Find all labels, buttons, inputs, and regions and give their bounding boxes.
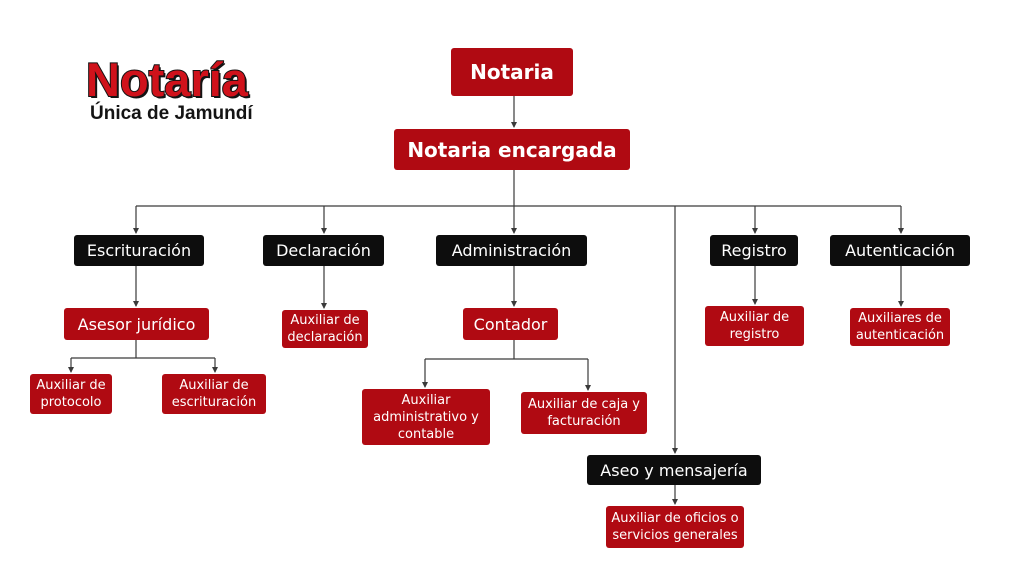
node-auxiliares-autenticacion-line-2: autenticación <box>855 328 945 343</box>
node-auxiliar-protocolo: Auxiliar de protocolo <box>30 374 112 414</box>
node-auxiliar-oficios-line-1: Auxiliar de oficios o <box>611 511 739 526</box>
node-administracion-label: Administración <box>451 241 572 260</box>
logo-subtitle: Única de Jamundí <box>90 103 253 124</box>
node-autenticacion: Autenticación <box>830 235 970 266</box>
node-notaria-label: Notaria <box>470 60 554 84</box>
node-declaracion-label: Declaración <box>276 241 371 260</box>
node-escrituracion-label: Escrituración <box>86 241 192 260</box>
node-declaracion: Declaración <box>263 235 384 266</box>
node-auxiliar-declaracion-line-2: declaración <box>287 330 363 345</box>
node-auxiliar-oficios: Auxiliar de oficios o servicios generale… <box>606 506 744 548</box>
node-auxiliar-registro-line-2: registro <box>729 327 780 342</box>
node-auxiliar-administrativo-line-3: contable <box>397 426 455 442</box>
node-asesor-juridico: Asesor jurídico <box>64 308 209 340</box>
node-auxiliar-declaracion: Auxiliar de declaración <box>282 310 368 348</box>
node-registro-label: Registro <box>721 241 787 260</box>
node-escrituracion: Escrituración <box>74 235 204 266</box>
node-asesor-juridico-label: Asesor jurídico <box>77 314 196 334</box>
node-aseo-mensajeria: Aseo y mensajería <box>587 455 761 485</box>
node-registro: Registro <box>710 235 798 266</box>
node-contador: Contador <box>463 308 558 340</box>
node-auxiliar-escrituracion-line-1: Auxiliar de <box>179 378 249 393</box>
node-auxiliar-administrativo: Auxiliar administrativo y contable <box>362 389 490 445</box>
node-auxiliares-autenticacion: Auxiliares de autenticación <box>850 308 950 346</box>
node-auxiliar-escrituracion-line-2: escrituración <box>171 395 257 410</box>
node-auxiliar-protocolo-line-2: protocolo <box>40 395 102 410</box>
node-notaria: Notaria <box>451 48 573 96</box>
node-auxiliar-caja-line-1: Auxiliar de caja y <box>527 397 640 412</box>
node-notaria-encargada-label: Notaria encargada <box>407 137 617 162</box>
node-auxiliar-registro-line-1: Auxiliar de <box>719 310 790 325</box>
node-autenticacion-label: Autenticación <box>845 241 955 260</box>
logo-title: Notaría <box>85 53 249 107</box>
node-auxiliares-autenticacion-line-1: Auxiliares de <box>858 311 942 326</box>
node-auxiliar-declaracion-line-1: Auxiliar de <box>290 313 360 328</box>
node-auxiliar-caja-line-2: facturación <box>547 414 621 429</box>
node-auxiliar-registro: Auxiliar de registro <box>705 306 804 346</box>
node-auxiliar-administrativo-line-1: Auxiliar <box>401 392 451 408</box>
node-auxiliar-protocolo-line-1: Auxiliar de <box>36 378 106 393</box>
node-auxiliar-escrituracion: Auxiliar de escrituración <box>162 374 266 414</box>
node-notaria-encargada: Notaria encargada <box>394 129 630 170</box>
node-contador-label: Contador <box>473 314 548 334</box>
node-administracion: Administración <box>436 235 587 266</box>
node-auxiliar-caja: Auxiliar de caja y facturación <box>521 392 647 434</box>
node-auxiliar-oficios-line-2: servicios generales <box>612 528 738 543</box>
node-aseo-mensajeria-label: Aseo y mensajería <box>600 460 748 480</box>
notaria-logo: Notaría Única de Jamundí <box>85 53 266 134</box>
node-auxiliar-administrativo-line-2: administrativo y <box>373 409 479 425</box>
